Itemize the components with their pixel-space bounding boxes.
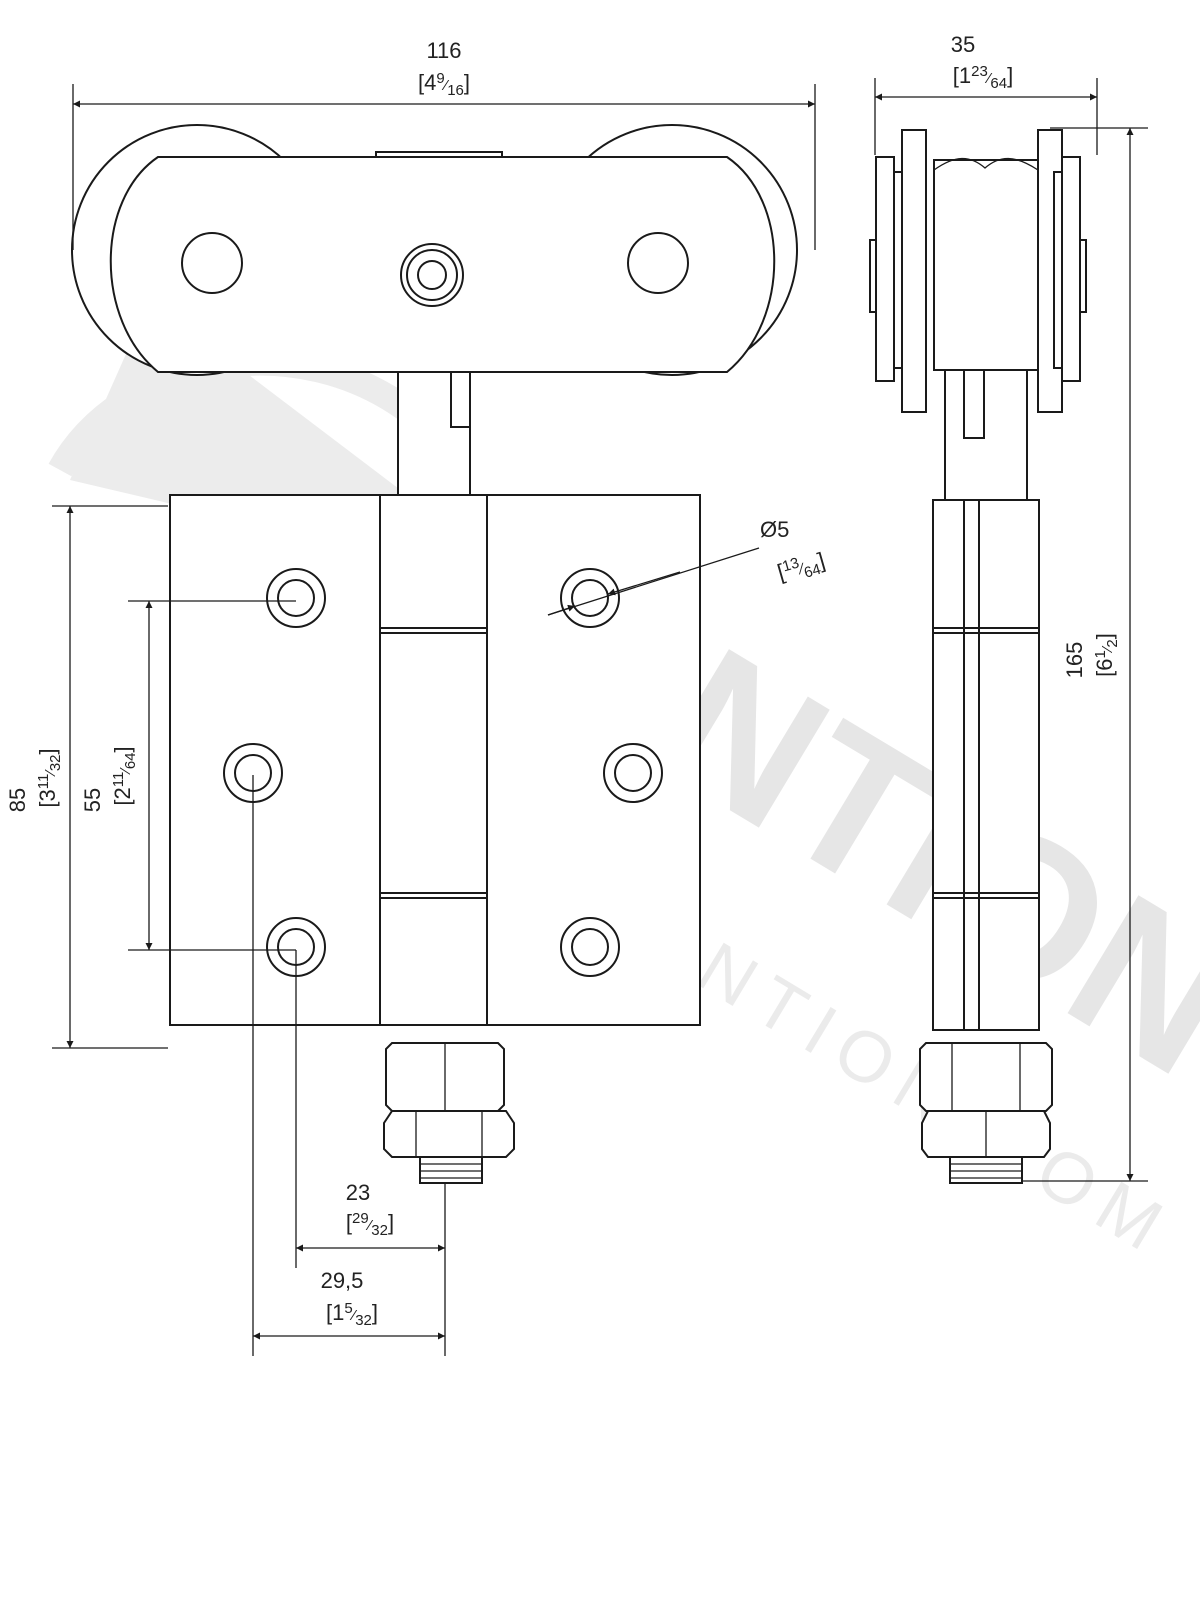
side-thread [949,1156,1023,1184]
plate-height-in: [311⁄32] [35,748,64,807]
mount-hole-mid-right [603,743,663,803]
front-stem-key [450,371,471,428]
offset-a-mm: 23 [346,1180,370,1205]
plate-height-mm: 85 [5,788,30,812]
side-hub-left [893,171,903,369]
overall-height-mm: 165 [1062,642,1087,679]
side-hub-right [1053,171,1063,369]
side-nut-assembly [919,1042,1053,1184]
overall-width-in: [49⁄16] [418,70,470,99]
front-plate-top-lip [375,151,503,158]
front-channel-block-upper [379,627,488,634]
overall-width-mm: 116 [426,38,461,63]
side-block-upper [932,627,1040,634]
side-cap-right [1079,239,1087,313]
front-nut-assembly [383,1042,515,1184]
front-thread [419,1156,483,1184]
mount-hole-top-right [560,568,620,628]
side-stem [944,369,1028,501]
side-upper-nut [919,1042,1053,1112]
front-stem [397,371,471,501]
front-mounting-plate [169,494,701,1026]
side-stem-key [963,369,985,439]
front-center-channel [379,494,488,1026]
offset-b-in: [15⁄32] [326,1300,378,1329]
side-flange-left [901,129,927,413]
side-mount [932,499,1040,1031]
front-lower-nut [383,1110,515,1158]
side-body-top-curve [933,157,1039,171]
mount-hole-top-left-inner [277,579,315,617]
dimension-overall-width: 116 [49⁄16] [72,38,816,250]
front-left-axle-hole [181,232,243,294]
dimension-plate-height: 85 [311⁄32] [5,505,168,1049]
front-view [71,124,798,1184]
mount-hole-top-right-inner [571,579,609,617]
front-center-bolt-inner [417,260,447,290]
side-body [933,159,1039,371]
offset-b-mm: 29,5 [321,1268,364,1293]
side-block-lower [932,892,1040,899]
hole-diameter-mm: Ø5 [760,517,789,542]
offset-a-in: [29⁄32] [346,1210,394,1239]
front-center-bolt-mid [406,249,458,301]
mount-hole-mid-right-inner [614,754,652,792]
hole-spacing-mm: 55 [80,788,105,812]
side-view [869,129,1087,1184]
front-channel-block-lower [379,892,488,899]
side-width-mm: 35 [951,32,975,57]
side-width-in: [123⁄64] [953,63,1013,92]
overall-height-in: [61⁄2] [1092,633,1121,677]
side-outer-flange-left [875,156,895,382]
hole-diameter-in: [13⁄64] [774,548,828,589]
hole-spacing-in: [211⁄64] [110,746,139,805]
mount-hole-bottom-right-inner [571,928,609,966]
side-cap-left [869,239,877,313]
mount-hole-top-left [266,568,326,628]
mount-hole-bottom-right [560,917,620,977]
side-outer-flange-right [1061,156,1081,382]
front-center-bolt-outer [400,243,464,307]
front-right-axle-hole [627,232,689,294]
